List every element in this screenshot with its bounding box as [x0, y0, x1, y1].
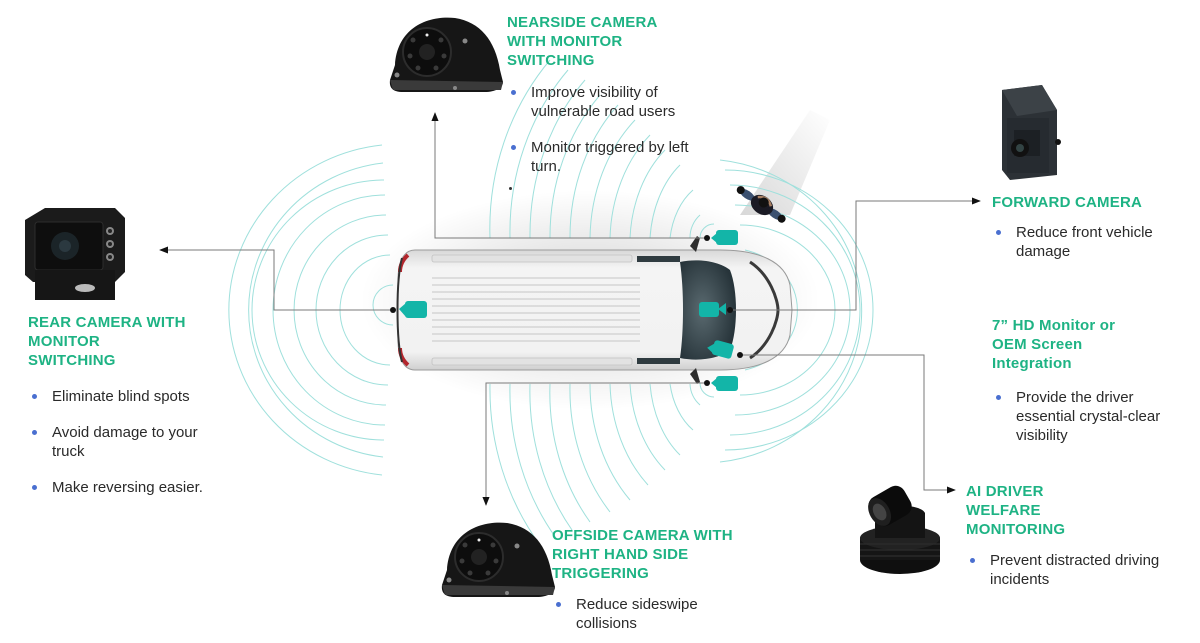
camera-marker-driver [707, 340, 743, 359]
callout-rear: REAR CAMERA WITH MONITOR SWITCHING Elimi… [28, 313, 203, 497]
rear-bullets: Eliminate blind spots Avoid damage to yo… [28, 387, 203, 497]
callout-forward: FORWARD CAMERA Reduce front vehicle dama… [992, 193, 1182, 261]
camera-marker-nearside [704, 230, 738, 245]
bullet-item: Provide the driver essential crystal-cle… [992, 388, 1192, 445]
bullet-dot-icon [32, 485, 37, 490]
camera-marker-forward [699, 302, 733, 317]
bullet-dot-icon [996, 230, 1001, 235]
offside-sensor-arcs [489, 382, 715, 546]
rear-title: REAR CAMERA WITH MONITOR SWITCHING [28, 314, 186, 369]
forward-title: FORWARD CAMERA [992, 194, 1143, 211]
camera-marker-offside [704, 376, 738, 391]
connector-offside [482, 382, 704, 506]
nearside-sensor-arcs [489, 59, 715, 239]
offside-bullets: Reduce sideswipe collisions [552, 595, 762, 633]
bullet-item: Make reversing easier. [28, 478, 203, 497]
bullet-item: Prevent distracted driving incidents [966, 551, 1166, 589]
monitor-title: 7” HD Monitor or OEM Screen Integration [992, 317, 1116, 372]
bullet-item: Improve visibility of vulnerable road us… [507, 83, 697, 121]
rear-camera-image [25, 208, 125, 300]
offside-camera-image [441, 522, 555, 597]
bullet-item: Reduce front vehicle damage [992, 223, 1182, 261]
callout-nearside: NEARSIDE CAMERA WITH MONITOR SWITCHING I… [507, 13, 697, 176]
connector-forward [733, 197, 981, 311]
nearside-bullets: Improve visibility of vulnerable road us… [507, 83, 697, 176]
bullet-item: Eliminate blind spots [28, 387, 203, 406]
van-top-view [396, 236, 793, 384]
bullet-item: Avoid damage to your truck [28, 423, 203, 461]
nearside-camera-image [389, 17, 503, 93]
bullet-dot-icon [511, 145, 516, 150]
bullet-dot-icon [996, 395, 1001, 400]
connector-nearside [431, 112, 704, 239]
bullet-dot-icon [32, 394, 37, 399]
ai-driver-bullets: Prevent distracted driving incidents [966, 551, 1166, 589]
bullet-item: Reduce sideswipe collisions [552, 595, 746, 633]
bullet-dot-icon [970, 558, 975, 563]
connector-driver [743, 354, 956, 494]
callout-offside: OFFSIDE CAMERA WITH RIGHT HAND SIDE TRIG… [552, 526, 762, 633]
bullet-item: Monitor triggered by left turn. [507, 138, 697, 176]
callout-monitor: 7” HD Monitor or OEM Screen Integration … [992, 316, 1192, 445]
camera-marker-rear [390, 301, 427, 318]
forward-camera-image [1002, 85, 1061, 180]
bullet-dot-icon [556, 602, 561, 607]
bullet-dot-icon [511, 90, 516, 95]
bullet-dot-icon [32, 430, 37, 435]
forward-bullets: Reduce front vehicle damage [992, 223, 1182, 261]
monitor-bullets: Provide the driver essential crystal-cle… [992, 388, 1192, 445]
ai-driver-camera-image [860, 485, 940, 574]
offside-title: OFFSIDE CAMERA WITH RIGHT HAND SIDE TRIG… [552, 527, 733, 582]
nearside-title: NEARSIDE CAMERA WITH MONITOR SWITCHING [507, 14, 658, 69]
ai-driver-title: AI DRIVER WELFARE MONITORING [966, 483, 1066, 538]
connector-rear [159, 246, 390, 311]
pedestrian-icon [736, 186, 786, 223]
stray-dot [509, 187, 512, 190]
callout-ai-driver: AI DRIVER WELFARE MONITORING Prevent dis… [966, 482, 1166, 589]
